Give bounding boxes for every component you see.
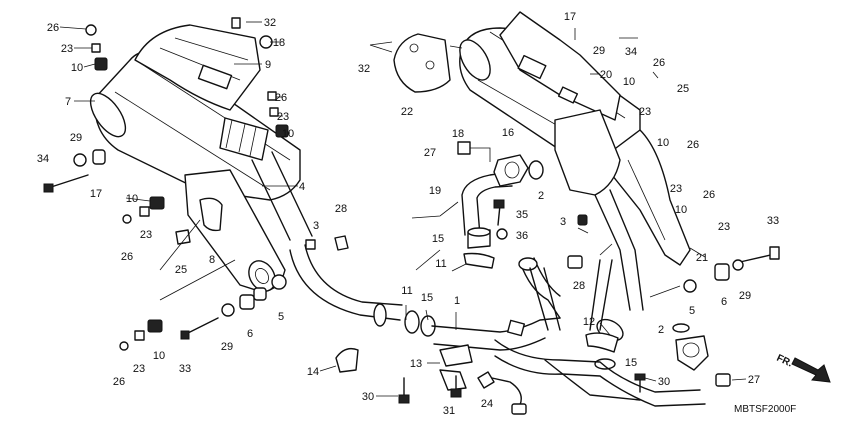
callout-3: 3 <box>313 220 319 232</box>
callout-8: 8 <box>209 254 215 266</box>
direction-label: FR. <box>775 353 794 370</box>
callout-25: 25 <box>677 83 689 95</box>
left-muffler <box>89 24 436 337</box>
center-parts <box>457 141 780 387</box>
callout-26: 26 <box>47 22 59 34</box>
left-fasteners <box>43 17 349 351</box>
callout-15: 15 <box>625 357 637 369</box>
callout-30: 30 <box>658 376 670 388</box>
callout-23: 23 <box>277 111 289 123</box>
callout-26: 26 <box>275 92 287 104</box>
callout-7: 7 <box>65 96 71 108</box>
callout-6: 6 <box>247 328 253 340</box>
diagram-code: MBTSF2000F <box>734 404 796 415</box>
callout-23: 23 <box>61 43 73 55</box>
callout-11: 11 <box>435 258 446 270</box>
front-direction-arrow: FR. <box>775 353 831 383</box>
callout-10: 10 <box>153 350 165 362</box>
callout-35: 35 <box>516 209 528 221</box>
callout-2: 2 <box>538 190 544 202</box>
callout-29: 29 <box>70 132 82 144</box>
callout-9: 9 <box>265 59 271 71</box>
callout-23: 23 <box>670 183 682 195</box>
callout-6: 6 <box>721 296 727 308</box>
callout-10: 10 <box>675 204 687 216</box>
callout-17: 17 <box>90 188 102 200</box>
callout-3: 3 <box>560 216 566 228</box>
callout-29: 29 <box>593 45 605 57</box>
callout-13: 13 <box>410 358 422 370</box>
callout-18: 18 <box>452 128 464 140</box>
callout-26: 26 <box>703 189 715 201</box>
callout-4: 4 <box>299 181 305 193</box>
callout-15: 15 <box>421 292 433 304</box>
callout-2: 2 <box>658 324 664 336</box>
bracket-14 <box>335 347 359 373</box>
leader-lines <box>59 21 747 397</box>
callout-22: 22 <box>401 106 413 118</box>
o2-sensor <box>477 371 527 415</box>
callout-29: 29 <box>739 290 751 302</box>
callout-34: 34 <box>37 153 49 165</box>
callout-5: 5 <box>278 311 284 323</box>
callout-27: 27 <box>748 374 760 386</box>
callout-29: 29 <box>221 341 233 353</box>
callout-33: 33 <box>179 363 191 375</box>
callout-16: 16 <box>502 127 514 139</box>
callout-23: 23 <box>718 221 730 233</box>
callout-10: 10 <box>71 62 83 74</box>
callout-21: 21 <box>696 252 708 264</box>
right-muffler <box>393 11 691 342</box>
main-exhaust-pipe <box>431 257 706 407</box>
callout-33: 33 <box>767 215 779 227</box>
callout-26: 26 <box>113 376 125 388</box>
callout-23: 23 <box>639 106 651 118</box>
callout-36: 36 <box>516 230 528 242</box>
callout-17: 17 <box>564 11 576 23</box>
callout-23: 23 <box>133 363 145 375</box>
callout-24: 24 <box>481 398 493 410</box>
callout-32: 32 <box>264 17 276 29</box>
callout-27: 27 <box>424 147 436 159</box>
callout-28: 28 <box>573 280 585 292</box>
callout-30: 30 <box>362 391 374 403</box>
callout-18: 18 <box>273 37 285 49</box>
callout-34: 34 <box>625 46 637 58</box>
callout-26: 26 <box>687 139 699 151</box>
callout-12: 12 <box>583 316 595 328</box>
callout-10: 10 <box>126 193 138 205</box>
callout-31: 31 <box>443 405 455 417</box>
callout-25: 25 <box>175 264 187 276</box>
callout-10: 10 <box>282 128 294 140</box>
callout-28: 28 <box>335 203 347 215</box>
callout-10: 10 <box>623 76 635 88</box>
callout-15: 15 <box>432 233 444 245</box>
callout-32: 32 <box>358 63 370 75</box>
callout-26: 26 <box>121 251 133 263</box>
bolts-30-31 <box>398 373 646 404</box>
callout-23: 23 <box>140 229 152 241</box>
callout-1: 1 <box>454 295 460 307</box>
callout-14: 14 <box>307 366 319 378</box>
callout-5: 5 <box>689 305 695 317</box>
callout-20: 20 <box>600 69 612 81</box>
callout-19: 19 <box>429 185 441 197</box>
callout-11: 11 <box>401 285 412 297</box>
callout-10: 10 <box>657 137 669 149</box>
callout-26: 26 <box>653 57 665 69</box>
